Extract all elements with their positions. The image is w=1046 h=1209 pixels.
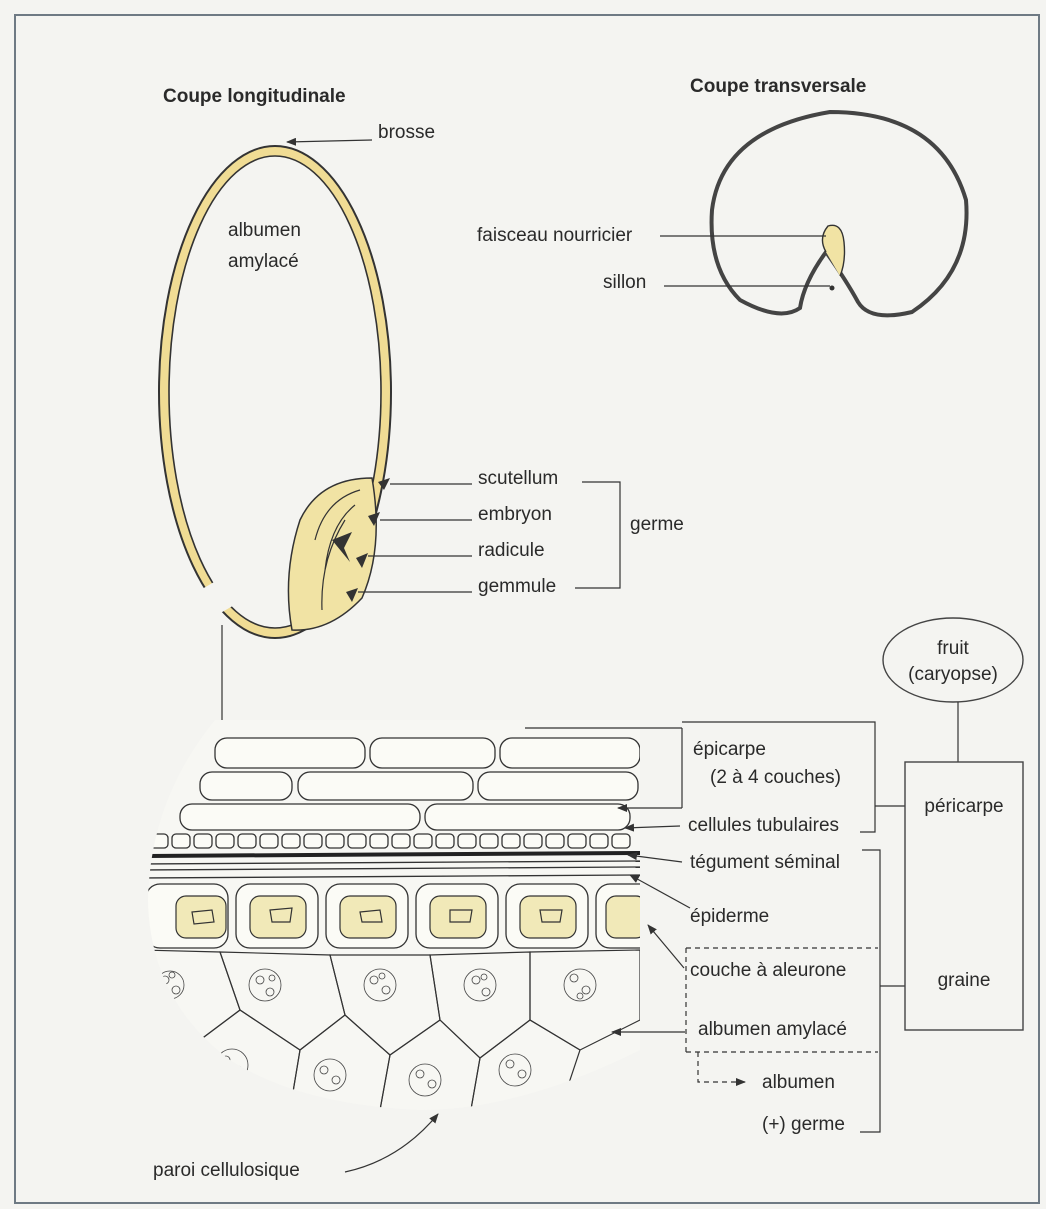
label-caryopse: (caryopse) bbox=[908, 664, 998, 685]
label-amylace: amylacé bbox=[228, 251, 299, 272]
label-tegument: tégument séminal bbox=[690, 852, 840, 873]
label-epicarpe-couches: (2 à 4 couches) bbox=[710, 767, 841, 788]
label-epicarpe: épicarpe bbox=[693, 739, 766, 760]
label-graine: graine bbox=[938, 970, 991, 991]
label-fruit: fruit bbox=[937, 638, 969, 659]
label-scutellum: scutellum bbox=[478, 468, 558, 489]
label-albumen: albumen bbox=[762, 1072, 835, 1093]
label-albumen-amylace: albumen amylacé bbox=[698, 1019, 847, 1040]
label-brosse: brosse bbox=[378, 122, 435, 143]
label-pericarpe: péricarpe bbox=[924, 796, 1003, 817]
label-gemmule: gemmule bbox=[478, 576, 556, 597]
label-germe: germe bbox=[630, 514, 684, 535]
title-longitudinal: Coupe longitudinale bbox=[163, 86, 346, 107]
label-sillon: sillon bbox=[603, 272, 646, 293]
title-transversal: Coupe transversale bbox=[690, 76, 866, 97]
label-albumen: albumen bbox=[228, 220, 301, 241]
transversal-grain bbox=[712, 112, 967, 315]
tissue-section bbox=[140, 715, 656, 1115]
fruit-oval bbox=[883, 618, 1023, 702]
label-faisceau: faisceau nourricier bbox=[477, 225, 633, 246]
label-plus-germe: (+) germe bbox=[762, 1114, 845, 1135]
label-cellules-tubulaires: cellules tubulaires bbox=[688, 815, 839, 836]
label-paroi: paroi cellulosique bbox=[153, 1160, 300, 1181]
label-embryon: embryon bbox=[478, 504, 552, 525]
aleurone-cells bbox=[146, 884, 656, 948]
label-radicule: radicule bbox=[478, 540, 545, 561]
label-epiderme: épiderme bbox=[690, 906, 769, 927]
label-aleurone: couche à aleurone bbox=[690, 960, 846, 981]
